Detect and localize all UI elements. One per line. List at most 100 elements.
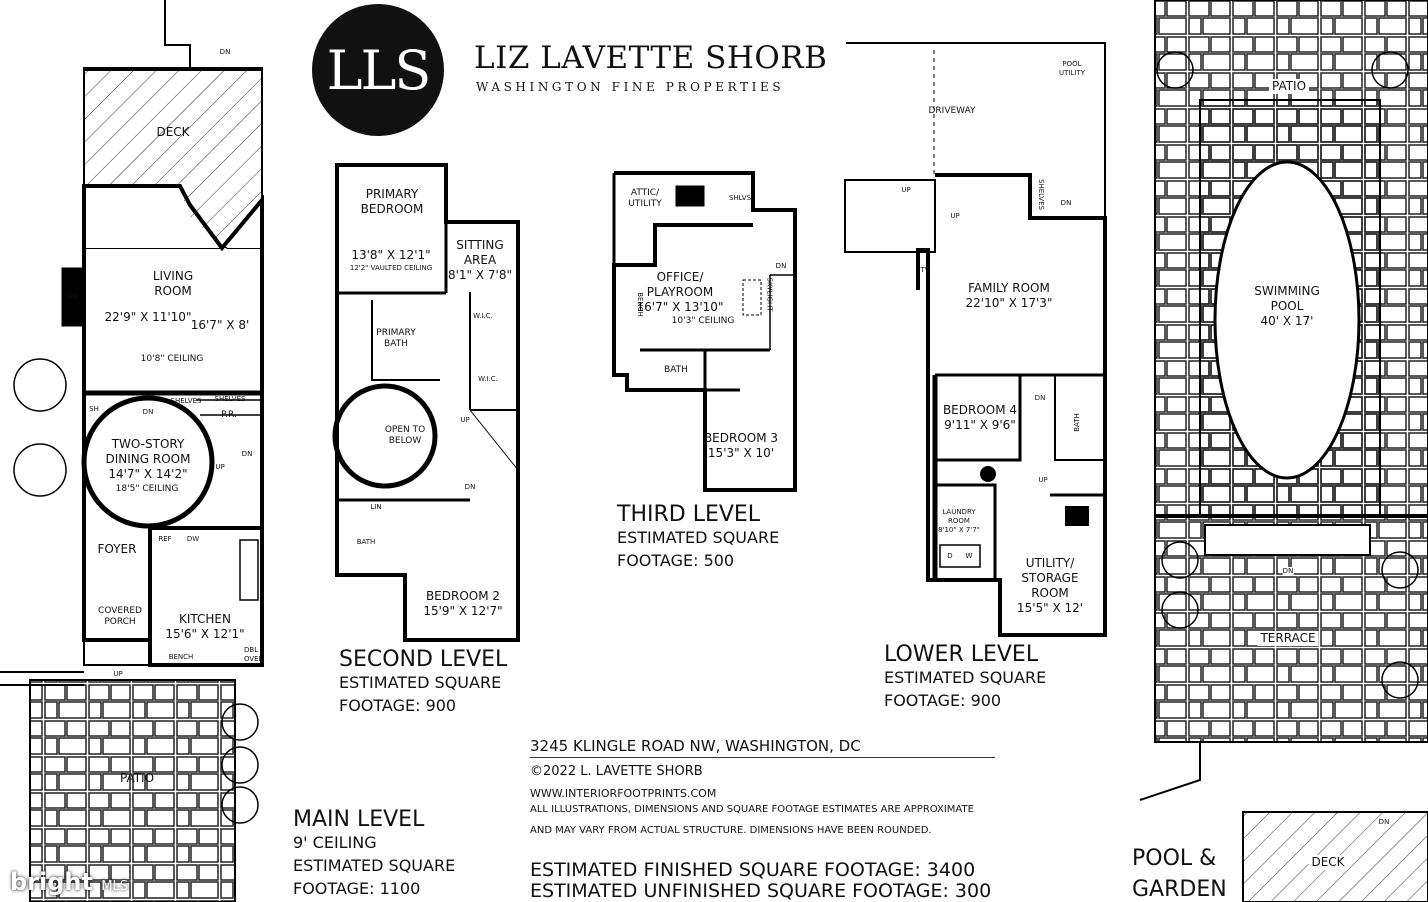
second-level-caption: SECOND LEVEL ESTIMATED SQUARE FOOTAGE: 9… xyxy=(339,648,507,717)
logo-monogram: LLS xyxy=(326,38,432,102)
main-patio xyxy=(29,679,236,902)
room-name: FAMILY ROOM xyxy=(968,281,1050,295)
room-name: PLAYROOM xyxy=(646,285,714,299)
washer-label: W xyxy=(965,552,973,560)
lower-level-plan xyxy=(844,42,1107,637)
dn-label: DN xyxy=(1034,394,1046,402)
dn-label: DN xyxy=(219,48,231,56)
living-dim: 22'9" X 11'10" xyxy=(104,310,192,324)
main-level-plan xyxy=(0,0,264,902)
bright-mls-watermark: bright MLS xyxy=(10,868,128,896)
finished-sqft: ESTIMATED FINISHED SQUARE FOOTAGE: 3400 xyxy=(530,859,976,881)
dn-label: DN xyxy=(241,450,253,458)
room-dim: 15'9" X 12'7" xyxy=(423,604,503,618)
room-dim: 15'5" X 12' xyxy=(1016,601,1084,615)
label-foyer: FOYER xyxy=(97,542,137,556)
level-sqft: ESTIMATED SQUARE xyxy=(617,528,780,547)
shelves-label: SHELVES xyxy=(1036,179,1045,210)
level-sqft: FOOTAGE: 500 xyxy=(617,551,735,570)
room-name: ROOM xyxy=(1031,586,1069,600)
lls-logo: LLS xyxy=(312,4,444,136)
tree xyxy=(1161,541,1199,579)
tree xyxy=(221,703,259,741)
room-name: AREA xyxy=(463,253,497,267)
website: WWW.INTERIORFOOTPRINTS.COM xyxy=(530,787,717,800)
porch-name: PORCH xyxy=(104,617,136,627)
label-driveway: DRIVEWAY xyxy=(928,106,976,116)
room-name: SWIMMING xyxy=(1254,284,1320,298)
bench-label: BENCH xyxy=(168,653,194,661)
label-deck: DECK xyxy=(156,125,190,139)
dn-label: DN xyxy=(1282,567,1294,576)
dining-name: TWO-STORY xyxy=(111,437,185,451)
tree xyxy=(1381,551,1419,589)
level-ceiling: 9' CEILING xyxy=(293,833,377,852)
dining-name: DINING ROOM xyxy=(105,452,191,466)
label-terrace: TERRACE xyxy=(1257,631,1319,646)
room-name: BATH xyxy=(384,339,408,349)
room-name: BELOW xyxy=(388,436,422,446)
label-bath: BATH xyxy=(664,365,688,375)
primary-bedroom-ceiling: 12'2" VAULTED CEILING xyxy=(349,264,433,272)
dn-label: DN xyxy=(1378,818,1390,827)
room-name: PRIMARY xyxy=(365,187,419,201)
room-dim: 40' X 17' xyxy=(1260,314,1314,328)
kitchen-dim: 15'6" X 12'1" xyxy=(165,627,245,641)
pool-garden-caption: POOL & GARDEN xyxy=(1132,843,1227,902)
up-label: UP xyxy=(901,186,911,194)
tree xyxy=(1161,591,1199,629)
room-name: ATTIC/ xyxy=(630,188,660,198)
up-label: UP xyxy=(460,416,470,424)
third-level-caption: THIRD LEVEL ESTIMATED SQUARE FOOTAGE: 50… xyxy=(617,503,779,572)
level-sqft: ESTIMATED SQUARE xyxy=(884,668,1047,687)
porch-name: COVERED xyxy=(98,606,142,616)
room-name: UTILITY xyxy=(628,199,662,209)
brand-tagline: WASHINGTON FINE PROPERTIES xyxy=(476,80,785,94)
powder-room-label: P.R. xyxy=(221,410,237,420)
room-name: LAUNDRY xyxy=(942,508,976,516)
living-ceiling: 10'8" CEILING xyxy=(140,354,204,364)
dw-label: DW xyxy=(186,535,200,543)
label-patio: PATIO xyxy=(1268,79,1310,94)
second-level-plan xyxy=(332,163,520,642)
level-sqft: FOOTAGE: 900 xyxy=(884,691,1002,710)
shelves-label: SHELVES xyxy=(214,395,246,403)
dining-dim: 14'7" X 14'2" xyxy=(108,467,188,481)
tv-label: TV xyxy=(920,266,930,274)
label-deck: DECK xyxy=(1308,855,1348,870)
pool-garden-plan xyxy=(1139,0,1428,902)
disclaimer-line-1: ALL ILLUSTRATIONS, DIMENSIONS AND SQUARE… xyxy=(530,804,974,815)
tree xyxy=(13,358,67,412)
copyright: ©2022 L. LAVETTE SHORB xyxy=(530,764,703,779)
room-dim: 8'1" X 7'8" xyxy=(447,268,513,282)
watermark-text: bright xyxy=(10,868,93,896)
tree xyxy=(1371,51,1409,89)
dbl-oven-label: DBL OVEN xyxy=(244,646,264,663)
living-name: LIVING xyxy=(152,269,194,283)
open-to-below xyxy=(332,383,438,489)
property-address: 3245 KLINGLE ROAD NW, WASHINGTON, DC xyxy=(530,737,995,758)
kitchen-name: KITCHEN xyxy=(178,612,231,626)
dn-label: DN xyxy=(1060,199,1072,207)
room-dim: 15'3" X 10' xyxy=(707,446,775,460)
wic-label: W.I.C. xyxy=(473,312,493,320)
brand-name: LIZ LAVETTE SHORB xyxy=(474,40,828,76)
sh-label: SH xyxy=(89,405,99,413)
tree xyxy=(1156,51,1194,89)
dining-ceiling: 18'5" CEILING xyxy=(115,484,179,494)
main-level-caption: MAIN LEVEL 9' CEILING ESTIMATED SQUARE F… xyxy=(293,808,455,900)
shlvs-label: SHLVS xyxy=(728,194,752,202)
up-label: UP xyxy=(215,463,225,471)
room-name: UTILITY xyxy=(1059,69,1085,77)
room-name: ROOM xyxy=(948,517,970,525)
room-name: BEDROOM 3 xyxy=(703,431,779,445)
level-title: LOWER LEVEL xyxy=(884,642,1039,667)
level-title: MAIN LEVEL xyxy=(293,807,425,832)
